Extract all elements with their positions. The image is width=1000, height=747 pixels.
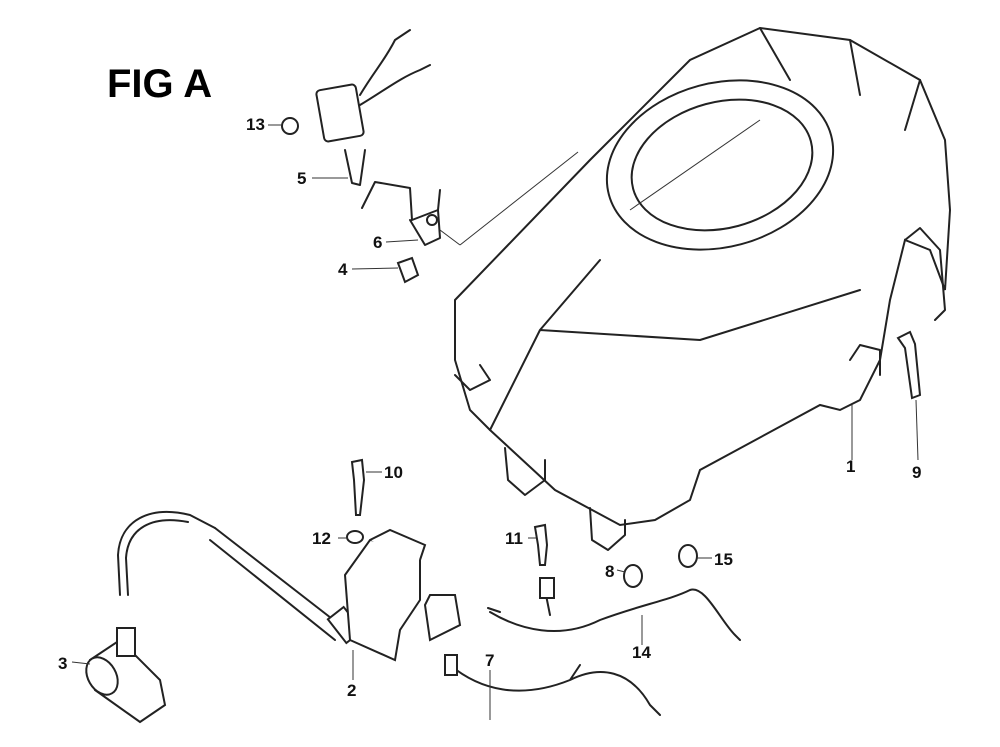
part-10-bolt <box>350 458 366 516</box>
part-11-bolt <box>533 523 549 566</box>
part-3-fitting <box>85 627 167 724</box>
part-5-unit <box>315 29 431 186</box>
callout-5: 5 <box>297 169 307 188</box>
callout-7: 7 <box>485 651 495 670</box>
fan-shroud <box>454 26 952 551</box>
callout-2: 2 <box>347 681 357 700</box>
callout-13: 13 <box>246 115 265 134</box>
callout-11: 11 <box>505 529 523 548</box>
callout-1: 1 <box>846 457 856 476</box>
part-8-clamp <box>623 564 643 588</box>
part-4-clip <box>396 256 420 284</box>
callout-12: 12 <box>312 529 331 548</box>
leader-lines <box>71 124 919 720</box>
callout-6: 6 <box>373 233 383 252</box>
part-7-harness <box>449 664 661 716</box>
part-14-harness <box>487 588 741 641</box>
part-14-connector <box>539 577 555 599</box>
part-6-bracket <box>361 181 441 246</box>
part-7-connector <box>444 654 458 676</box>
part-9-bolt <box>896 330 922 400</box>
part-15-clamp <box>678 544 698 568</box>
callout-14: 14 <box>632 643 651 662</box>
part-12-nut <box>346 530 364 544</box>
callout-4: 4 <box>338 260 348 279</box>
part-13-bolt <box>281 117 299 135</box>
callout-8: 8 <box>605 562 615 581</box>
callout-3: 3 <box>58 654 68 673</box>
callout-10: 10 <box>384 463 403 482</box>
part-2-ignition-coil <box>117 510 462 662</box>
callout-15: 15 <box>714 550 733 569</box>
callout-9: 9 <box>912 463 922 482</box>
figure-title: FIG A <box>107 62 213 106</box>
